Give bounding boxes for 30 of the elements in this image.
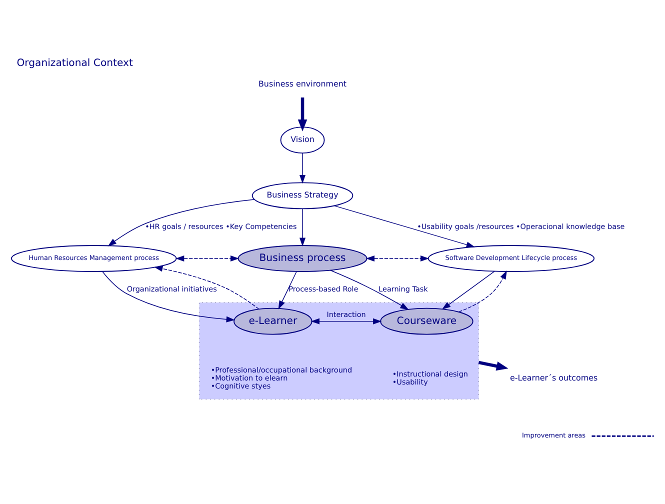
node-label: •Professional/occupational background: [210, 366, 352, 375]
arrow: [442, 270, 495, 310]
edge-label: Process-based Role: [288, 284, 358, 294]
arrow: [458, 270, 507, 312]
edge-label: •HR goals / resources •Key Competencies: [145, 222, 297, 231]
arrow: [310, 318, 382, 324]
arrow: [108, 199, 254, 246]
node-ellipse: e-Learner: [234, 308, 312, 335]
arrow: [478, 360, 508, 371]
edge-label: •Usability goals /resources •Operacional knowledge base: [417, 222, 625, 231]
arrow: [102, 271, 235, 322]
node-label: •Instructional design: [392, 370, 468, 379]
node-ellipse: Business process: [238, 245, 368, 272]
arrow: [154, 266, 260, 310]
node-label: •Usability: [392, 377, 428, 386]
node-ellipse: Courseware: [380, 308, 474, 335]
arrow: [299, 152, 306, 184]
diagram-title: Organizational Context: [16, 58, 133, 69]
arrow: [298, 98, 308, 132]
arrow: [176, 255, 240, 262]
arrow: [278, 271, 297, 310]
node-label: •Motivation to elearn: [210, 374, 288, 383]
arrow: [334, 205, 476, 248]
node-label: •Cognitive styes: [210, 381, 271, 390]
arrow: [330, 270, 409, 310]
edge-label: Organizational initiatives: [126, 284, 217, 294]
edge-label: Learning Task: [378, 284, 428, 294]
arrow: [366, 255, 430, 262]
edge-label: Interaction: [326, 310, 366, 319]
arrow: [299, 208, 306, 246]
